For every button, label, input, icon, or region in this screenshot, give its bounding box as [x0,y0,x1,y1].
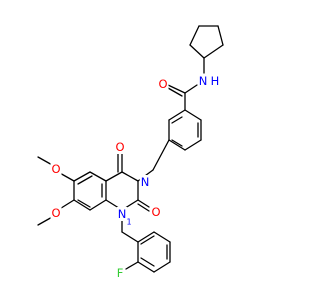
atom-label-backdrop [209,74,221,88]
atom-n3-nitrogen: N [141,175,150,189]
bond-lines [37,25,224,273]
atom-label-backdrop [125,217,133,227]
atom-label-backdrop [50,162,62,176]
atom-label-backdrop [157,77,169,91]
atom-label-backdrop [115,266,125,280]
atom-label-backdrop [116,207,128,221]
atom-amide-hydrogen: H [211,74,220,88]
atom-label-backdrop [197,74,209,88]
atom-c2-carbonyl-oxygen: O [151,205,160,219]
atom-methoxy-6-oxygen: O [51,162,60,176]
atom-fluorine: F [117,266,124,280]
atom-amide-nitrogen: N [199,74,208,88]
atom-c4-carbonyl-oxygen: O [115,140,124,154]
atom-label-backdrop [139,175,151,189]
molecule-structure-canvas: O N H O N O N 1 O O F [37,25,224,280]
structure-svg: O N H O N O N 1 O O F [37,25,224,280]
atom-labels: O N H O N O N 1 O O F [50,74,221,280]
atom-amide-oxygen: O [158,77,167,91]
atom-label-backdrop [150,205,162,219]
atom-label-backdrop [114,140,126,154]
atom-methoxy-7-oxygen: O [51,206,60,220]
atom-n1-nitrogen: N [118,207,127,221]
atom-n1-locant: 1 [126,218,131,227]
atom-label-backdrop [50,206,62,220]
